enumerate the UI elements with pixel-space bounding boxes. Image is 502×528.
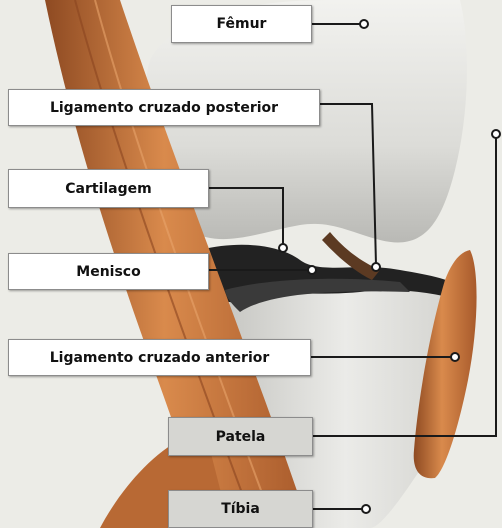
label-patela: Patela	[168, 417, 313, 456]
endpoint-patela	[492, 130, 500, 138]
endpoint-femur	[360, 20, 368, 28]
endpoint-menisco	[308, 266, 316, 274]
label-ligamento-cruzado-anterior: Ligamento cruzado anterior	[8, 339, 311, 376]
endpoint-lca	[451, 353, 459, 361]
label-ligamento-cruzado-posterior: Ligamento cruzado posterior	[8, 89, 320, 126]
endpoint-cartilagem	[279, 244, 287, 252]
label-cartilagem: Cartilagem	[8, 169, 209, 208]
label-menisco: Menisco	[8, 253, 209, 290]
endpoint-lcp	[372, 263, 380, 271]
label-tibia: Tíbia	[168, 490, 313, 528]
label-femur: Fêmur	[171, 5, 312, 43]
endpoint-tibia	[362, 505, 370, 513]
